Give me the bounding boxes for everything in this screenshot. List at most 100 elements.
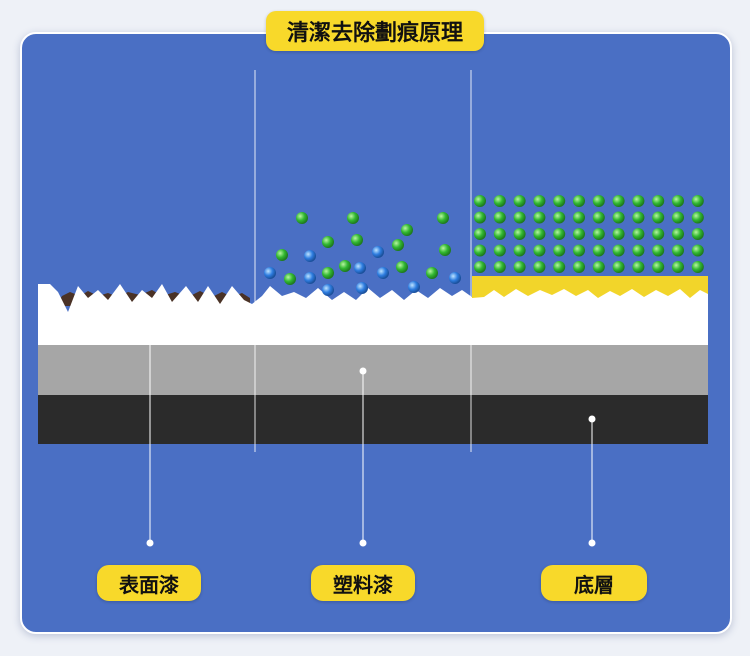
particle-green — [691, 195, 704, 207]
particle-green — [573, 244, 585, 257]
particle-green — [672, 244, 684, 257]
particle-green — [513, 228, 526, 240]
particle-green — [351, 234, 363, 246]
particle-green — [652, 244, 665, 257]
particle-green — [652, 261, 665, 273]
particle-green — [513, 211, 526, 224]
particle-green — [691, 244, 704, 257]
particle-blue — [354, 262, 366, 274]
particle-green — [592, 261, 605, 273]
particle-green — [672, 261, 684, 273]
particle-green — [691, 261, 704, 273]
particle-green — [513, 261, 526, 273]
surface-paint-band — [38, 284, 708, 345]
particle-blue — [304, 272, 316, 284]
particle-green — [474, 261, 486, 273]
particle-green — [347, 212, 359, 224]
particle-cluster-middle — [264, 212, 461, 296]
particle-green — [691, 211, 704, 224]
particle-green — [573, 261, 585, 273]
particle-green — [493, 211, 506, 224]
page-title: 清潔去除劃痕原理 — [266, 11, 484, 51]
particle-green — [513, 195, 526, 207]
particle-green — [322, 236, 334, 248]
callout-surface-dot — [146, 539, 154, 547]
callout-plastic-dot — [359, 539, 367, 547]
particle-green — [652, 195, 665, 207]
particle-blue — [304, 250, 316, 262]
particle-grid-right — [474, 195, 704, 273]
callout-base-dot — [588, 539, 596, 547]
particle-green — [691, 228, 704, 240]
particle-green — [533, 211, 546, 224]
particle-green — [592, 228, 605, 240]
particle-blue — [377, 267, 389, 279]
particle-blue — [449, 272, 461, 284]
particle-green — [612, 211, 625, 224]
particle-green — [439, 244, 451, 256]
particle-green — [632, 195, 645, 207]
particle-green — [553, 228, 566, 240]
particle-green — [474, 228, 486, 240]
particle-blue — [408, 281, 420, 293]
particle-green — [474, 211, 486, 224]
particle-green — [392, 239, 404, 251]
particle-green — [322, 267, 334, 279]
particle-green — [296, 212, 308, 224]
base-layer-band — [38, 394, 708, 444]
particle-green — [632, 228, 645, 240]
particle-green — [396, 261, 408, 273]
particle-green — [533, 228, 546, 240]
particle-green — [553, 211, 566, 224]
particle-green — [612, 261, 625, 273]
particle-green — [513, 244, 526, 257]
particle-green — [573, 195, 585, 207]
particle-green — [672, 195, 684, 207]
particle-green — [612, 244, 625, 257]
particle-green — [426, 267, 438, 279]
plastic-paint-band — [38, 345, 708, 395]
particle-green — [612, 228, 625, 240]
particle-green — [632, 211, 645, 224]
particle-green — [632, 244, 645, 257]
particle-green — [276, 249, 288, 261]
particle-green — [339, 260, 351, 272]
particle-green — [632, 261, 645, 273]
particle-green — [573, 228, 585, 240]
particle-blue — [356, 282, 368, 294]
particle-green — [533, 261, 546, 273]
particle-blue — [322, 284, 334, 296]
callout-plastic-dot-top — [359, 367, 367, 375]
particle-green — [437, 212, 449, 224]
particle-green — [652, 228, 665, 240]
particle-green — [493, 228, 506, 240]
particle-green — [533, 244, 546, 257]
callout-base-dot-top — [588, 415, 596, 423]
particle-blue — [264, 267, 276, 279]
particle-green — [652, 211, 665, 224]
particle-green — [553, 195, 566, 207]
particle-green — [284, 273, 296, 285]
label-base-layer: 底層 — [541, 565, 647, 601]
label-surface-paint: 表面漆 — [97, 565, 201, 601]
particle-green — [672, 211, 684, 224]
particle-green — [592, 195, 605, 207]
particle-green — [592, 211, 605, 224]
particle-green — [533, 195, 546, 207]
particle-green — [474, 244, 486, 257]
particle-green — [493, 244, 506, 257]
scratch-filler — [472, 276, 708, 298]
particle-green — [553, 244, 566, 257]
particle-blue — [372, 246, 384, 258]
particle-green — [493, 195, 506, 207]
label-plastic-paint: 塑料漆 — [311, 565, 415, 601]
particle-green — [553, 261, 566, 273]
particle-green — [672, 228, 684, 240]
particle-green — [401, 224, 413, 236]
particle-green — [592, 244, 605, 257]
particle-green — [573, 211, 585, 224]
particle-green — [474, 195, 486, 207]
particle-green — [612, 195, 625, 207]
particle-green — [493, 261, 506, 273]
